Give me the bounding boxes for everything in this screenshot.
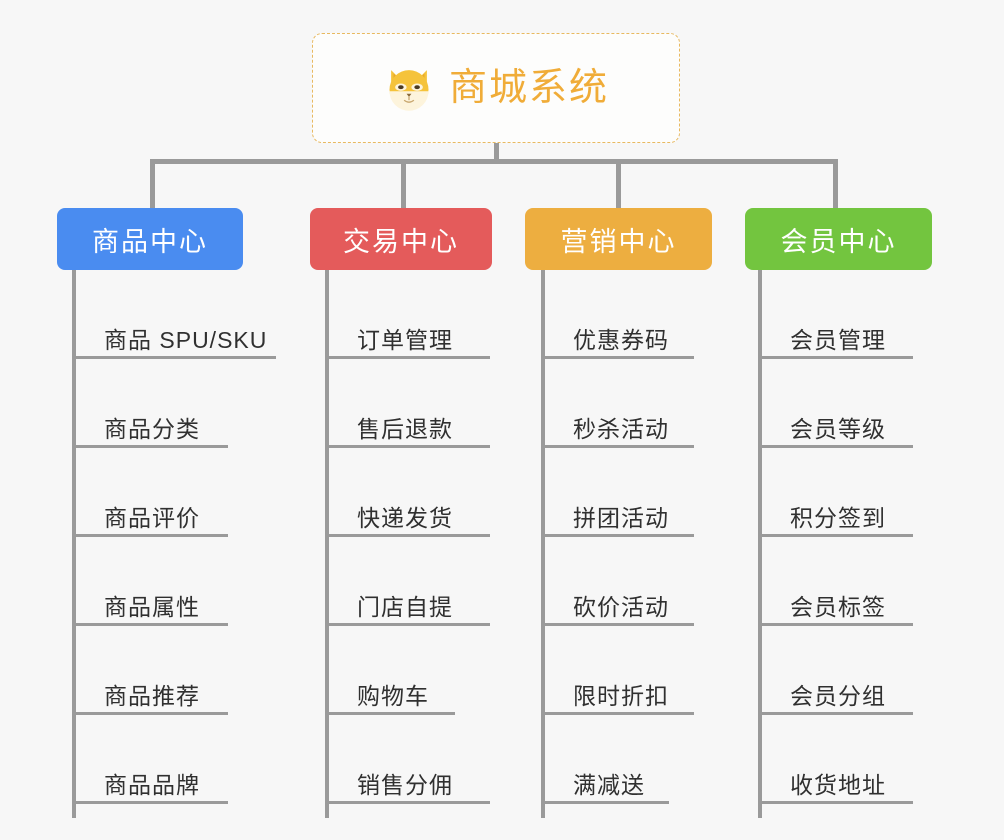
column-spine bbox=[72, 270, 76, 818]
leaf-label: 会员等级 bbox=[790, 415, 886, 442]
leaf-item[interactable]: 商品 SPU/SKU bbox=[72, 270, 302, 359]
leaf-item[interactable]: 会员等级 bbox=[758, 359, 988, 448]
connector-drop-2 bbox=[401, 159, 406, 209]
leaf-underline bbox=[325, 801, 490, 804]
leaf-underline bbox=[541, 534, 694, 537]
connector-drop-4 bbox=[833, 159, 838, 209]
column-spine bbox=[325, 270, 329, 818]
leaf-item[interactable]: 限时折扣 bbox=[541, 626, 771, 715]
category-header-product[interactable]: 商品中心 bbox=[57, 208, 243, 270]
leaf-underline bbox=[325, 623, 490, 626]
leaf-label: 限时折扣 bbox=[573, 682, 669, 709]
leaf-column-trade: 订单管理 售后退款 快递发货 门店自提 购物车 销售分佣 bbox=[325, 270, 555, 818]
category-header-trade[interactable]: 交易中心 bbox=[310, 208, 492, 270]
leaf-label: 砍价活动 bbox=[573, 593, 669, 620]
leaf-label: 快递发货 bbox=[357, 504, 453, 531]
category-label: 商品中心 bbox=[92, 226, 208, 257]
leaf-item[interactable]: 快递发货 bbox=[325, 448, 555, 537]
leaf-column-product: 商品 SPU/SKU 商品分类 商品评价 商品属性 商品推荐 商品品牌 bbox=[72, 270, 302, 818]
leaf-item[interactable]: 门店自提 bbox=[325, 537, 555, 626]
leaf-item[interactable]: 优惠券码 bbox=[541, 270, 771, 359]
leaf-underline bbox=[758, 712, 913, 715]
leaf-label: 门店自提 bbox=[357, 593, 453, 620]
leaf-item[interactable]: 商品评价 bbox=[72, 448, 302, 537]
leaf-label: 拼团活动 bbox=[573, 504, 669, 531]
leaf-column-marketing: 优惠券码 秒杀活动 拼团活动 砍价活动 限时折扣 满减送 bbox=[541, 270, 771, 818]
leaf-label: 商品推荐 bbox=[104, 682, 200, 709]
connector-root-stem bbox=[494, 143, 499, 163]
leaf-label: 秒杀活动 bbox=[573, 415, 669, 442]
leaf-item[interactable]: 商品属性 bbox=[72, 537, 302, 626]
leaf-underline bbox=[72, 356, 276, 359]
leaf-underline bbox=[758, 445, 913, 448]
shiba-dog-face-icon bbox=[389, 70, 429, 111]
connector-drop-1 bbox=[150, 159, 155, 209]
leaf-label: 销售分佣 bbox=[357, 771, 453, 798]
leaf-item[interactable]: 砍价活动 bbox=[541, 537, 771, 626]
leaf-underline bbox=[72, 801, 228, 804]
leaf-item[interactable]: 积分签到 bbox=[758, 448, 988, 537]
leaf-item[interactable]: 会员管理 bbox=[758, 270, 988, 359]
leaf-underline bbox=[325, 712, 455, 715]
leaf-underline bbox=[541, 712, 694, 715]
leaf-underline bbox=[72, 534, 228, 537]
leaf-underline bbox=[325, 445, 490, 448]
leaf-underline bbox=[72, 623, 228, 626]
leaf-item[interactable]: 购物车 bbox=[325, 626, 555, 715]
leaf-label: 商品评价 bbox=[104, 504, 200, 531]
category-header-member[interactable]: 会员中心 bbox=[745, 208, 932, 270]
leaf-item[interactable]: 收货地址 bbox=[758, 715, 988, 804]
leaf-item[interactable]: 销售分佣 bbox=[325, 715, 555, 804]
leaf-label: 商品品牌 bbox=[104, 771, 200, 798]
leaf-underline bbox=[541, 356, 694, 359]
leaf-label: 商品属性 bbox=[104, 593, 200, 620]
leaf-label: 收货地址 bbox=[790, 771, 886, 798]
leaf-item[interactable]: 会员分组 bbox=[758, 626, 988, 715]
leaf-underline bbox=[325, 534, 490, 537]
leaf-label: 满减送 bbox=[573, 771, 645, 798]
leaf-underline bbox=[758, 356, 913, 359]
leaf-item[interactable]: 商品品牌 bbox=[72, 715, 302, 804]
leaf-column-member: 会员管理 会员等级 积分签到 会员标签 会员分组 收货地址 bbox=[758, 270, 988, 818]
connector-horizontal-bar bbox=[150, 159, 838, 164]
leaf-underline bbox=[541, 445, 694, 448]
leaf-item[interactable]: 订单管理 bbox=[325, 270, 555, 359]
leaf-label: 商品 SPU/SKU bbox=[104, 326, 268, 353]
leaf-label: 优惠券码 bbox=[573, 326, 669, 353]
leaf-item[interactable]: 商品分类 bbox=[72, 359, 302, 448]
leaf-underline bbox=[541, 623, 694, 626]
leaf-label: 会员分组 bbox=[790, 682, 886, 709]
leaf-label: 会员管理 bbox=[790, 326, 886, 353]
category-header-marketing[interactable]: 营销中心 bbox=[525, 208, 712, 270]
leaf-item[interactable]: 售后退款 bbox=[325, 359, 555, 448]
leaf-underline bbox=[758, 623, 913, 626]
leaf-underline bbox=[325, 356, 490, 359]
leaf-label: 商品分类 bbox=[104, 415, 200, 442]
category-label: 会员中心 bbox=[780, 226, 897, 257]
leaf-underline bbox=[541, 801, 669, 804]
leaf-item[interactable]: 秒杀活动 bbox=[541, 359, 771, 448]
leaf-underline bbox=[72, 712, 228, 715]
leaf-underline bbox=[72, 445, 228, 448]
leaf-item[interactable]: 商品推荐 bbox=[72, 626, 302, 715]
leaf-label: 积分签到 bbox=[790, 504, 886, 531]
leaf-label: 订单管理 bbox=[357, 326, 453, 353]
root-node-mall-system[interactable]: 商城系统 bbox=[312, 33, 680, 143]
leaf-label: 购物车 bbox=[357, 682, 429, 709]
leaf-underline bbox=[758, 801, 913, 804]
category-label: 营销中心 bbox=[560, 226, 677, 257]
leaf-item[interactable]: 满减送 bbox=[541, 715, 771, 804]
leaf-label: 会员标签 bbox=[790, 593, 886, 620]
leaf-underline bbox=[758, 534, 913, 537]
category-label: 交易中心 bbox=[343, 226, 459, 257]
leaf-item[interactable]: 拼团活动 bbox=[541, 448, 771, 537]
connector-drop-3 bbox=[616, 159, 621, 209]
leaf-label: 售后退款 bbox=[357, 415, 453, 442]
root-title: 商城系统 bbox=[448, 67, 609, 109]
leaf-item[interactable]: 会员标签 bbox=[758, 537, 988, 626]
column-spine bbox=[541, 270, 545, 818]
column-spine bbox=[758, 270, 762, 818]
